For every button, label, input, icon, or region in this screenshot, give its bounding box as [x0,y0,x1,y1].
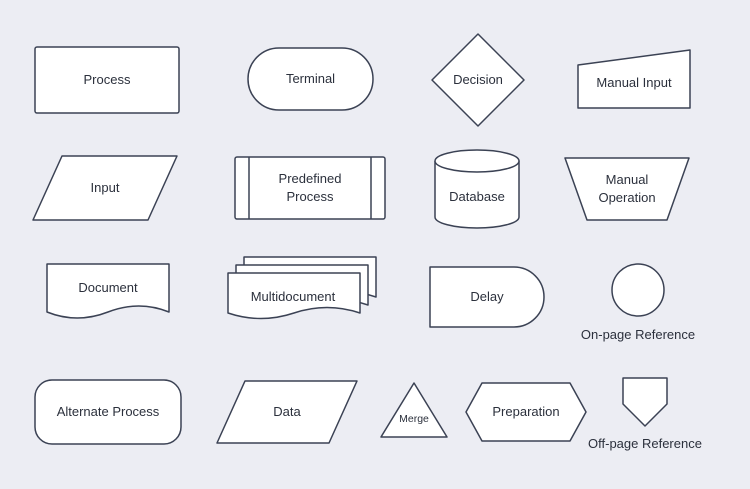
preparation-icon [465,382,587,442]
merge-icon [380,382,448,438]
shape-data: Data [216,380,358,444]
database-icon [434,149,520,229]
alternate-process-label: Alternate Process [56,404,160,420]
terminal-icon [247,47,374,111]
input-label: Input [90,180,120,196]
shape-predefined-process: Predefined Process [234,156,386,220]
manual-input-icon [577,49,691,109]
shape-process: Process [34,46,180,114]
manual-operation-label: Manual Operation [598,172,656,205]
shape-delay: Delay [429,266,545,328]
multidocument-label: Multidocument [250,289,336,305]
merge-label: Merge [399,412,429,425]
decision-icon [431,33,525,127]
alternate-process-icon [34,379,182,445]
off-page-reference-icon [622,377,668,427]
manual-input-label: Manual Input [596,75,672,91]
shape-preparation: Preparation [465,382,587,442]
shape-alternate-process: Alternate Process [34,379,182,445]
multidocument-icon [227,256,377,320]
shape-off-page-reference: Off-page Reference [583,377,707,451]
shape-terminal: Terminal [247,47,374,111]
shape-decision: Decision [430,32,526,128]
on-page-reference-label: On-page Reference [580,327,696,342]
manual-operation-icon [564,157,690,221]
shape-input: Input [32,155,178,221]
process-icon [34,46,180,114]
process-label: Process [83,72,131,88]
database-label: Database [449,189,505,205]
terminal-label: Terminal [285,71,336,87]
preparation-label: Preparation [492,404,560,420]
delay-icon [429,266,545,328]
delay-label: Delay [470,289,504,305]
data-icon [216,380,358,444]
shape-database: Database [433,148,521,232]
shape-on-page-reference: On-page Reference [577,262,699,342]
predefined-process-label: Predefined Process [278,171,342,204]
predefined-process-icon [234,156,386,220]
on-page-reference-icon [611,263,665,317]
document-label: Document [78,280,138,296]
data-label: Data [273,404,301,420]
shape-document: Document [46,262,170,322]
document-icon [46,263,170,319]
shape-merge: Merge [379,381,449,439]
input-icon [32,155,178,221]
shape-manual-input: Manual Input [577,48,691,110]
decision-label: Decision [453,72,503,88]
shape-manual-operation: Manual Operation [564,157,690,221]
shape-multidocument: Multidocument [227,256,377,322]
off-page-reference-label: Off-page Reference [588,436,702,451]
